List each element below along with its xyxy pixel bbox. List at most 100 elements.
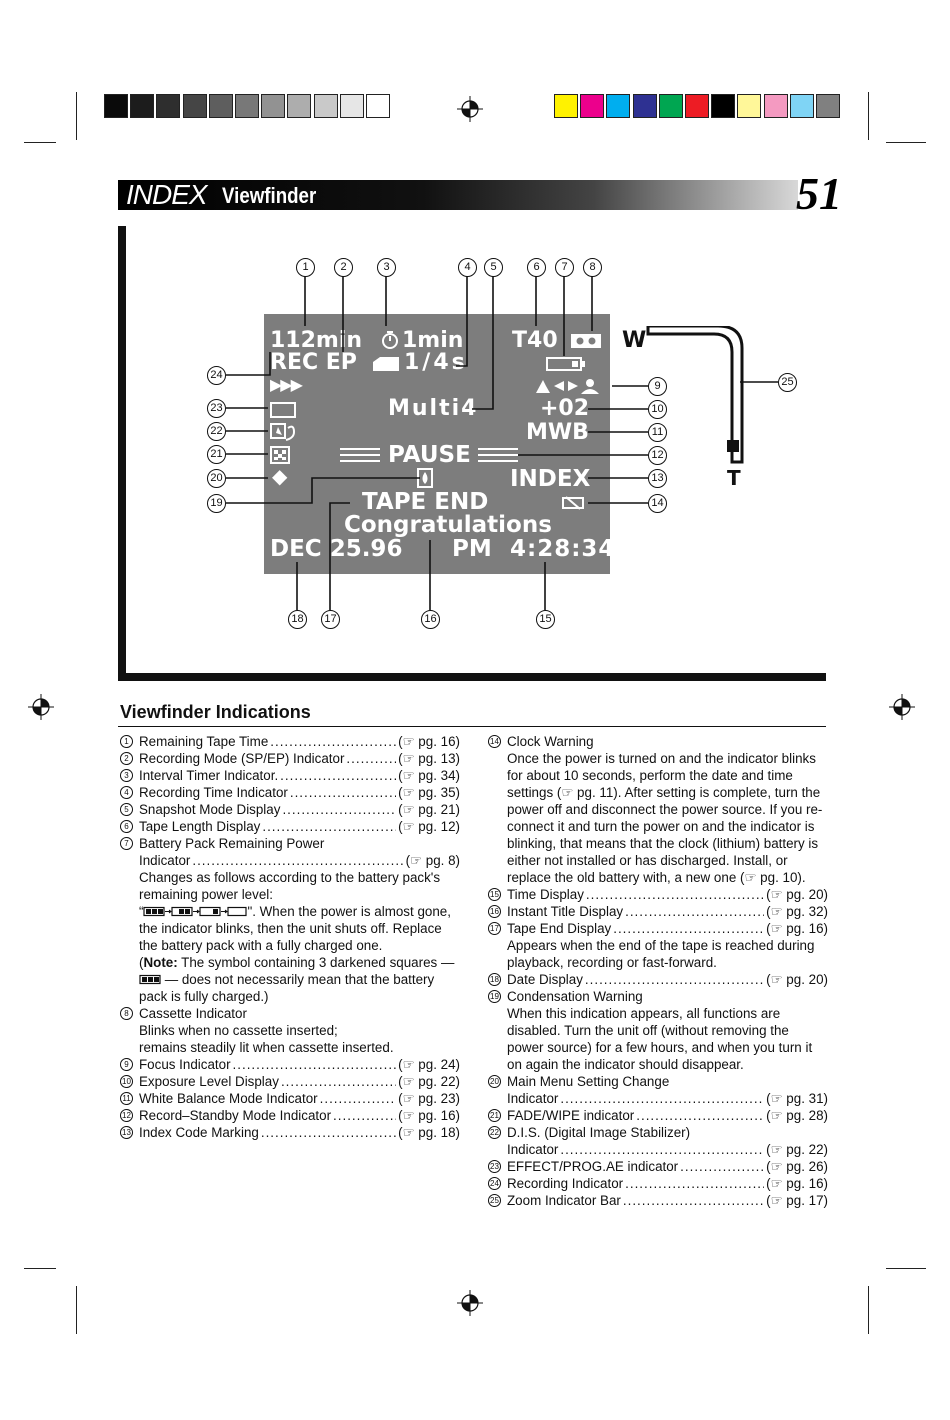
color-swatch: [816, 94, 840, 118]
item-number: 10: [120, 1075, 133, 1088]
crop-mark: [76, 1286, 77, 1334]
item-label: D.I.S. (Digital Image Stabilizer): [507, 1125, 691, 1140]
callout-6: 6: [527, 258, 546, 277]
item-description: When this indication appears, all functi…: [507, 1006, 813, 1072]
item-label-row: Index Code Marking (☞ pg. 18): [139, 1124, 460, 1141]
item-label: Index Code Marking: [139, 1125, 259, 1140]
date-display: DEC 25.96: [270, 536, 403, 562]
page-reference: (☞ pg. 31): [766, 1091, 828, 1106]
leader-dots: [320, 1090, 396, 1107]
item-label: Tape End Display: [507, 921, 612, 936]
index-code-display: INDEX: [510, 466, 591, 492]
item-number: 21: [488, 1109, 501, 1122]
item-label: Condensation Warning: [507, 989, 643, 1004]
color-swatch: [261, 94, 286, 118]
callout-18: 18: [288, 610, 307, 629]
color-swatch: [366, 94, 390, 118]
leader-dots: [290, 784, 396, 801]
color-swatch: [658, 94, 683, 118]
indication-item-4: 4 Recording Time Indicator(☞ pg. 35): [120, 784, 460, 801]
callout-14: 14: [648, 494, 667, 513]
section-divider: [118, 726, 826, 727]
item-label: Recording Mode (SP/EP) Indicator: [139, 751, 345, 766]
exposure-level-display: +02: [540, 396, 590, 421]
clock-warning-icon: [562, 496, 584, 510]
recording-mode-display: REC EP: [270, 350, 357, 375]
color-swatch: [711, 94, 736, 118]
color-swatch: [580, 94, 605, 118]
fade-wipe-icon: [270, 446, 290, 464]
instant-title-display: Congratulations: [344, 512, 552, 538]
focus-indicator-icon: [536, 379, 599, 394]
main-menu-indicator: ◆: [272, 464, 288, 488]
page-reference: (☞ pg. 32): [766, 904, 828, 919]
crop-mark: [868, 92, 869, 140]
item-number: 18: [488, 973, 501, 986]
page-reference: (☞ pg. 16): [398, 1108, 460, 1123]
callout-12: 12: [648, 446, 667, 465]
item-label: FADE/WIPE indicator: [507, 1108, 635, 1123]
recording-time-display: 1/4s: [404, 350, 468, 375]
indication-item-17-body: Appears when the end of the tape is reac…: [488, 937, 828, 971]
item-label: Instant Title Display: [507, 904, 624, 919]
item-label-row: Recording Mode (SP/EP) Indicator(☞ pg. 1…: [139, 750, 460, 767]
zoom-indicator-bar: [646, 326, 744, 464]
item-label: Main Menu Setting Change: [507, 1074, 670, 1089]
item-label-row: Time Display(☞ pg. 20): [507, 886, 828, 903]
page-reference: (☞ pg. 23): [398, 1091, 460, 1106]
remaining-tape-display: 112min: [270, 328, 363, 353]
leader-dots: [613, 920, 764, 937]
item-number: 24: [488, 1177, 501, 1190]
page-reference: (☞ pg. 24): [398, 1057, 460, 1072]
indication-item-20: 20 Main Menu Setting Change Indicator (☞…: [488, 1073, 828, 1107]
indication-item-8: 8 Cassette Indicator Blinks when no cass…: [120, 1005, 460, 1056]
item-number: 13: [120, 1126, 133, 1139]
item-label-row: Recording Time Indicator(☞ pg. 35): [139, 784, 460, 801]
callout-13: 13: [648, 469, 667, 488]
item-label: Indicator: [507, 1142, 559, 1157]
callout-7: 7: [555, 258, 574, 277]
callout-15: 15: [536, 610, 555, 629]
item-number: 4: [120, 786, 133, 799]
index-heading: INDEX: [126, 179, 208, 210]
header-bar: [118, 180, 798, 210]
item-label-row: Focus Indicator(☞ pg. 24): [139, 1056, 460, 1073]
item-label: White Balance Mode Indicator: [139, 1091, 318, 1106]
item-number: 14: [488, 735, 501, 748]
color-swatch: [130, 94, 155, 118]
leader-dots: [261, 1124, 396, 1141]
leader-dots: [333, 1107, 396, 1124]
page-reference: (☞ pg. 22): [766, 1142, 828, 1157]
item-number: 16: [488, 905, 501, 918]
item-label-row: Exposure Level Display(☞ pg. 22): [139, 1073, 460, 1090]
callout-leader-lines: [226, 276, 778, 610]
interval-timer-display: 1min: [402, 328, 464, 353]
item-label-row: Tape Length Display(☞ pg. 12): [139, 818, 460, 835]
crop-mark: [24, 1268, 56, 1269]
leader-dots: [636, 1107, 764, 1124]
leader-dots: [560, 1090, 764, 1107]
registration-mark-icon: [457, 96, 483, 122]
leader-dots: [560, 1141, 764, 1158]
color-swatch: [554, 94, 578, 118]
item-label-row: Record–Standby Mode Indicator(☞ pg. 16): [139, 1107, 460, 1124]
diagram-frame-bottom: [118, 673, 826, 681]
color-swatch: [763, 94, 788, 118]
callout-2: 2: [334, 258, 353, 277]
pause-bars-left-icon: [340, 448, 380, 462]
leader-dots: [282, 801, 396, 818]
page-reference: (☞ pg. 18): [398, 1125, 460, 1140]
item-label: Cassette Indicator: [139, 1006, 247, 1021]
item-number: 20: [488, 1075, 501, 1088]
leader-dots: [346, 750, 396, 767]
page-reference: (☞ pg. 34): [398, 768, 460, 783]
recording-indicator: ▶▶▶: [270, 375, 303, 394]
full-battery-icon: [139, 974, 161, 985]
item-number: 1: [120, 735, 133, 748]
